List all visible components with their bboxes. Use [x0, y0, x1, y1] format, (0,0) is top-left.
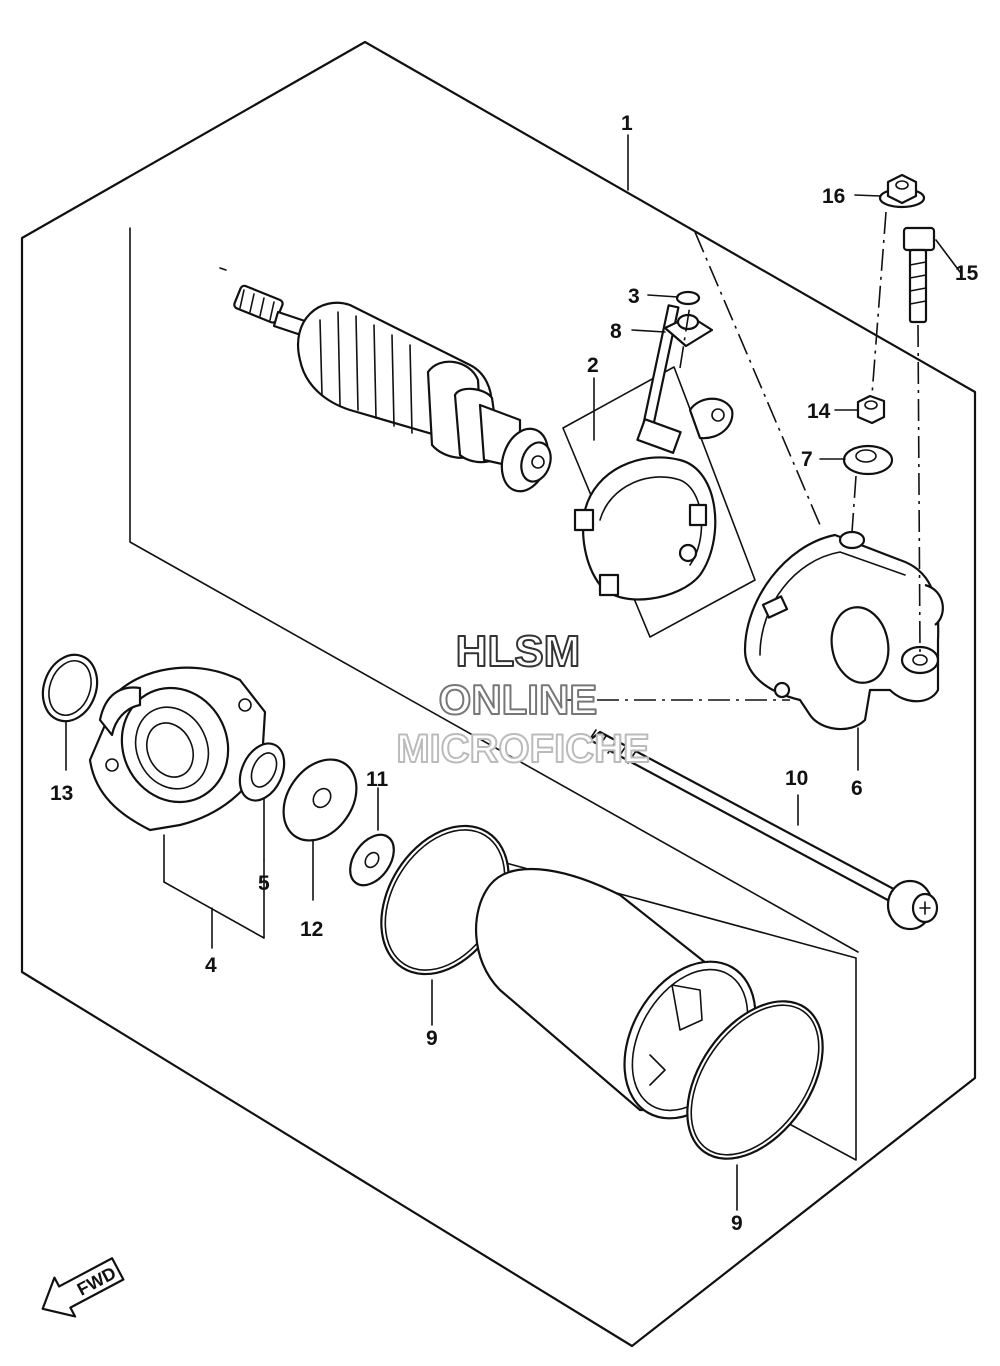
callout-14: 14 — [807, 400, 831, 423]
washer-12 — [282, 758, 358, 842]
callout-2: 2 — [587, 354, 599, 377]
fwd-arrow: FWD — [41, 1257, 125, 1318]
o-ring-13 — [41, 653, 99, 723]
leader-lines — [65, 134, 961, 1211]
callout-8: 8 — [610, 320, 622, 343]
yoke-frame — [494, 859, 857, 1161]
watermark-line-3: MICROFICHE — [396, 727, 649, 771]
washer-cushion — [842, 444, 894, 476]
nut-16 — [878, 173, 926, 209]
callout-10: 10 — [785, 767, 808, 790]
o-ring-9-rear — [686, 1000, 824, 1160]
callout-11: 11 — [366, 768, 389, 791]
callout-12: 12 — [300, 918, 323, 941]
callout-6: 6 — [851, 777, 863, 800]
front-bracket — [88, 666, 267, 832]
brush-holder — [573, 304, 734, 601]
watermark-line-2: ONLINE — [439, 676, 598, 723]
armature — [233, 284, 552, 493]
watermark-line-1: HLSM — [456, 627, 581, 676]
callout-5: 5 — [258, 872, 270, 895]
callout-3: 3 — [628, 285, 640, 308]
callout-15: 15 — [955, 262, 979, 285]
callout-7: 7 — [801, 448, 813, 471]
bolt-15 — [902, 226, 936, 324]
callout-9-rear: 9 — [731, 1212, 743, 1235]
washer-11 — [349, 833, 395, 887]
callout-4: 4 — [205, 954, 217, 977]
watermark: HLSM ONLINE MICROFICHE — [395, 626, 650, 772]
callout-1: 1 — [621, 112, 633, 135]
oil-seal-5 — [238, 742, 286, 802]
o-ring-small — [675, 290, 701, 306]
callout-13: 13 — [50, 782, 73, 805]
armature-frame — [129, 227, 859, 953]
rear-cover — [743, 530, 944, 731]
callout-16: 16 — [822, 185, 845, 208]
callout-9-front: 9 — [426, 1027, 438, 1050]
callout-labels: 1 2 3 4 5 6 7 8 9 9 10 11 12 13 14 15 16 — [50, 112, 979, 1235]
alignment-lines — [560, 211, 921, 701]
assembly-boundary — [20, 40, 977, 1348]
nut-14 — [856, 394, 886, 425]
through-bolt-10 — [587, 729, 939, 931]
